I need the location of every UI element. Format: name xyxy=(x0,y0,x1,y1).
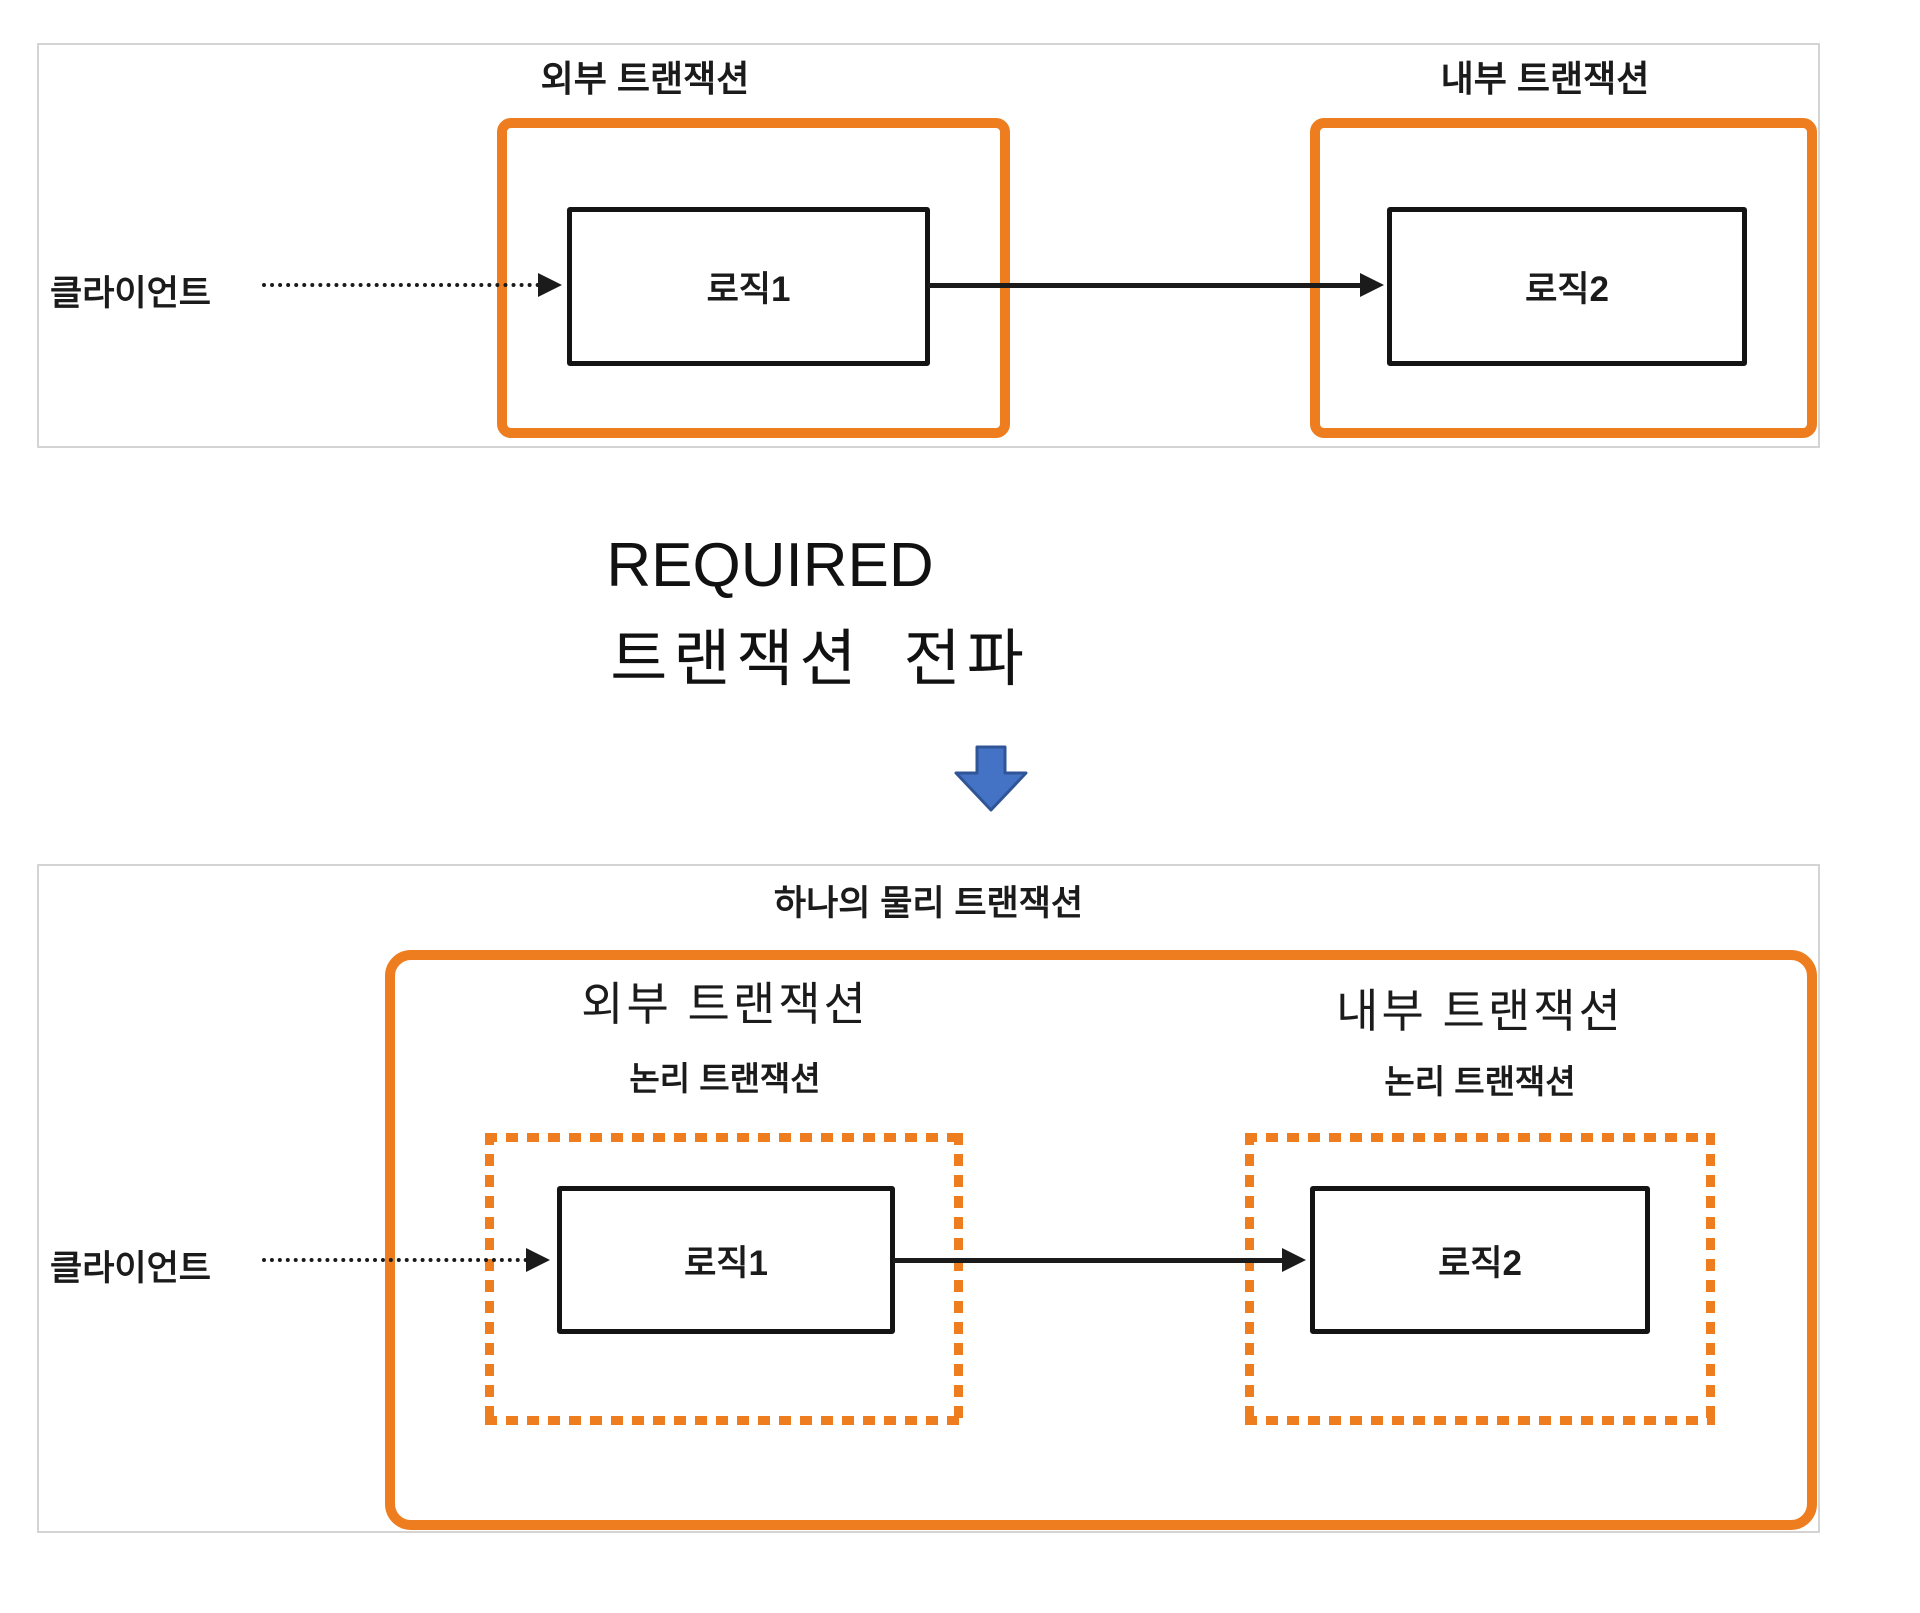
bottom-logic1-to-logic2-arrowhead-icon xyxy=(1282,1248,1306,1272)
top-logic1-label: 로직1 xyxy=(706,270,791,309)
bottom-inner-logical-label: 논리 트랜잭션 xyxy=(1384,1063,1576,1100)
bottom-client-arrowhead-icon xyxy=(526,1248,550,1272)
top-inner-transaction-label: 내부 트랜잭션 xyxy=(1440,58,1650,99)
top-outer-transaction-box xyxy=(497,118,1010,438)
bottom-logic2-label: 로직2 xyxy=(1438,1243,1522,1283)
top-logic2-box: 로직2 xyxy=(1387,207,1747,366)
dotted-border-right xyxy=(954,1133,963,1425)
dotted-border-left xyxy=(1245,1133,1254,1425)
inner-logical-transaction-dotted-box xyxy=(1245,1133,1715,1425)
top-client-arrowhead-icon xyxy=(538,273,562,297)
top-client-label: 클라이언트 xyxy=(50,274,212,313)
bottom-outer-transaction-label: 외부 트랜잭션 xyxy=(581,978,869,1030)
dotted-border-top xyxy=(485,1133,963,1142)
dotted-border-bottom xyxy=(1245,1416,1715,1425)
top-logic1-to-logic2-arrow-line xyxy=(928,283,1362,288)
bottom-inner-transaction-label: 내부 트랜잭션 xyxy=(1336,985,1624,1037)
bottom-logic2-box: 로직2 xyxy=(1310,1186,1650,1334)
top-logic1-to-logic2-arrowhead-icon xyxy=(1360,273,1384,297)
bottom-logic1-label: 로직1 xyxy=(684,1243,768,1283)
top-outer-transaction-label: 외부 트랜잭션 xyxy=(540,58,750,99)
bottom-outer-logical-label: 논리 트랜잭션 xyxy=(629,1060,821,1097)
top-logic1-box: 로직1 xyxy=(567,207,930,366)
top-logic2-label: 로직2 xyxy=(1525,270,1609,309)
bottom-logic1-box: 로직1 xyxy=(557,1186,895,1334)
propagation-title-line1: REQUIRED xyxy=(606,531,934,600)
dotted-border-top xyxy=(1245,1133,1715,1142)
top-inner-transaction-box xyxy=(1310,118,1817,438)
top-client-dotted-arrow-line xyxy=(262,283,540,287)
physical-transaction-box xyxy=(385,950,1817,1530)
propagation-title-line2: 트랜잭션 전파 xyxy=(610,625,1030,694)
outer-logical-transaction-dotted-box xyxy=(485,1133,963,1425)
physical-transaction-title: 하나의 물리 트랜잭션 xyxy=(773,884,1084,923)
bottom-logic1-to-logic2-arrow-line xyxy=(893,1258,1284,1263)
dotted-border-right xyxy=(1706,1133,1715,1425)
bottom-client-label: 클라이언트 xyxy=(50,1249,212,1288)
bottom-client-dotted-arrow-line xyxy=(262,1258,528,1262)
blue-down-arrow-icon xyxy=(954,745,1028,812)
dotted-border-bottom xyxy=(485,1416,963,1425)
dotted-border-left xyxy=(485,1133,494,1425)
